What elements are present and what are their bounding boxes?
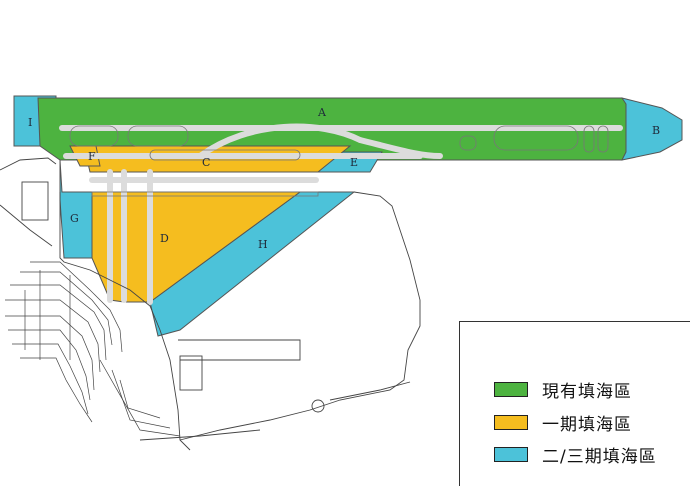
zone-i-label: I [28,116,32,129]
legend-swatch-existing [494,381,528,397]
zone-f-label: F [88,150,96,163]
terminal-buildings [5,261,181,437]
land-outline [0,157,421,451]
zone-b-label: B [652,124,660,137]
map-legend: 現有填海區 一期填海區 二/三期填海區 [459,321,690,486]
zone-c-label: C [202,156,210,169]
taxiway-network [59,123,623,305]
legend-swatch-phase23 [494,446,528,462]
zone-a-label: A [317,106,327,119]
zone-h-label: H [258,238,268,251]
zone-e-label: E [350,156,358,169]
zone-g-label: G [70,212,79,225]
taxiway-outlines [69,125,609,197]
legend-label-phase1: 一期填海區 [542,414,632,435]
legend-swatch-phase1 [494,414,528,430]
legend-item-phase23: 二/三期填海區 [494,444,657,467]
zone-g-area [59,159,93,259]
legend-item-existing: 現有填海區 [494,379,632,402]
legend-item-phase1: 一期填海區 [494,412,632,435]
legend-label-existing: 現有填海區 [542,381,632,402]
legend-label-phase23: 二/三期填海區 [542,446,657,467]
zone-d-label: D [160,232,169,245]
